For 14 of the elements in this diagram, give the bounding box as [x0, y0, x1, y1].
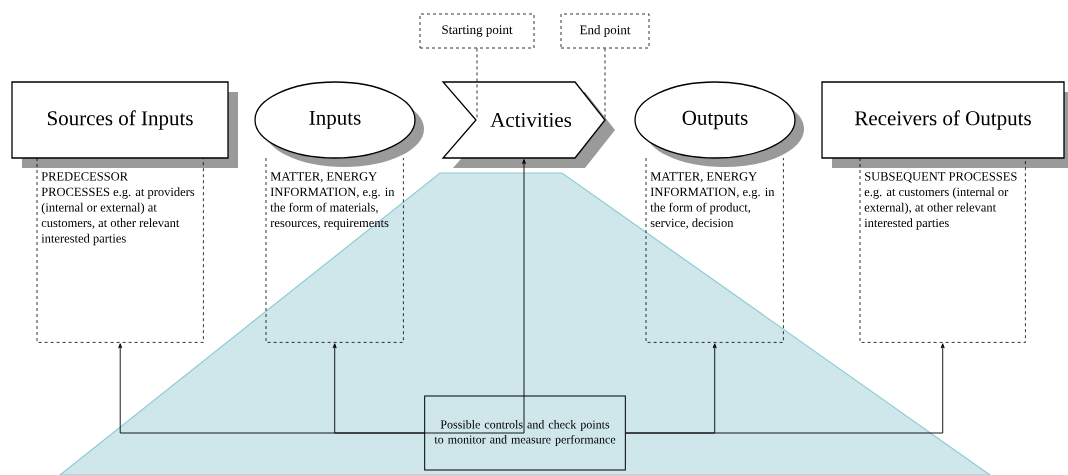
process-box: Receivers of Outputs	[821, 81, 1068, 168]
ellipse-node: Outputs	[634, 81, 804, 167]
text-box: SUBSEQUENT PROCESSES e.g. at customers (internal or external), at other relevant interested parties	[859, 157, 1026, 343]
callout-box: Starting point	[419, 13, 535, 49]
arrow	[625, 343, 945, 434]
control-box: Possible controls and check points to monitor and measure performance	[424, 395, 626, 471]
text-box: MATTER, ENERGY INFORMATION, e.g. in the form of product, service, decision	[645, 157, 784, 343]
arrow	[423, 159, 526, 434]
text-box: MATTER, ENERGY INFORMATION, e.g. in the form of materials, resources, requirements	[265, 157, 404, 343]
arrow	[332, 343, 425, 434]
text-box: PREDECESSOR PROCESSES e.g. at providers (internal or external) at customers, at other relevant interested parties	[36, 157, 204, 343]
process-box: Sources of Inputs	[11, 81, 238, 168]
ellipse-node: Inputs	[254, 81, 424, 167]
callout-box: End point	[560, 13, 650, 49]
